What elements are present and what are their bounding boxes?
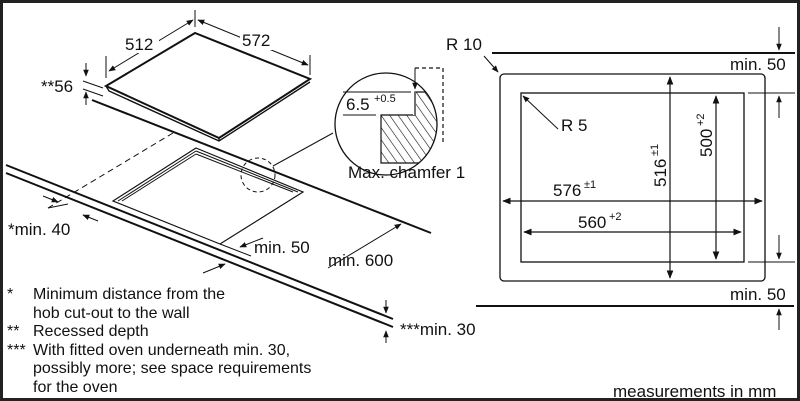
footnote-text: for the oven <box>33 378 118 396</box>
worktop-depth-label: min. 600 <box>328 251 393 270</box>
footnote-text: Minimum distance from the <box>33 286 226 303</box>
detail-depth-tolerance: +0.5 <box>374 93 396 105</box>
oven-gap-label: ***min. 30 <box>400 320 476 339</box>
footnote-text: hob cut-out to the wall <box>33 304 190 322</box>
detail-depth-label: 6.5 <box>346 95 370 114</box>
depth-label: 572 <box>242 31 270 50</box>
top-margin-label: min. 50 <box>730 55 786 74</box>
cutout-plan <box>476 27 795 330</box>
outer-width-tol: ±1 <box>584 179 596 191</box>
footnote-text: possibly more; see space requirements <box>33 360 312 377</box>
diagram-drawing: 512 572 **56 *min. 40 min. 50 min. 600 *… <box>5 10 795 401</box>
chamfer-detail: 6.5 +0.5 Max. chamfer 1 <box>334 67 465 182</box>
footnote-marker: * <box>7 286 14 303</box>
footnote-marker: ** <box>7 323 20 340</box>
footnote-marker: *** <box>7 341 26 359</box>
worktop <box>5 99 432 328</box>
units-label: measurements in mm <box>613 382 776 401</box>
inner-radius-label: R 5 <box>561 116 587 135</box>
outer-depth-label: 516 <box>651 159 670 187</box>
footnote-recessed-depth: ** Recessed depth <box>7 323 407 342</box>
bottom-margin-label: min. 50 <box>730 285 786 304</box>
footnote-wall-distance: * Minimum distance from the hob cut-out … <box>7 286 407 323</box>
width-label: 512 <box>125 35 153 54</box>
chamfer-label: Max. chamfer 1 <box>348 163 465 182</box>
footnote-text: Recessed depth <box>33 323 149 340</box>
outer-radius-label: R 10 <box>446 35 482 54</box>
inner-depth-tol: +2 <box>695 113 707 126</box>
footnote-text: With fitted oven underneath min. 30, <box>33 341 291 359</box>
inner-depth-label: 500 <box>697 129 716 157</box>
front-distance-label: min. 50 <box>254 238 310 257</box>
wall-distance-label: *min. 40 <box>8 220 70 239</box>
outer-depth-tol: ±1 <box>649 144 661 156</box>
inner-width-tol: +2 <box>609 211 622 223</box>
outer-width-label: 576 <box>553 181 581 200</box>
inner-width-label: 560 <box>578 213 606 232</box>
worktop-dimensions <box>42 195 402 343</box>
recess-label: **56 <box>41 77 73 96</box>
footnotes: * Minimum distance from the hob cut-out … <box>7 286 407 398</box>
footnote-oven: *** With fitted oven underneath min. 30,… <box>7 342 407 398</box>
